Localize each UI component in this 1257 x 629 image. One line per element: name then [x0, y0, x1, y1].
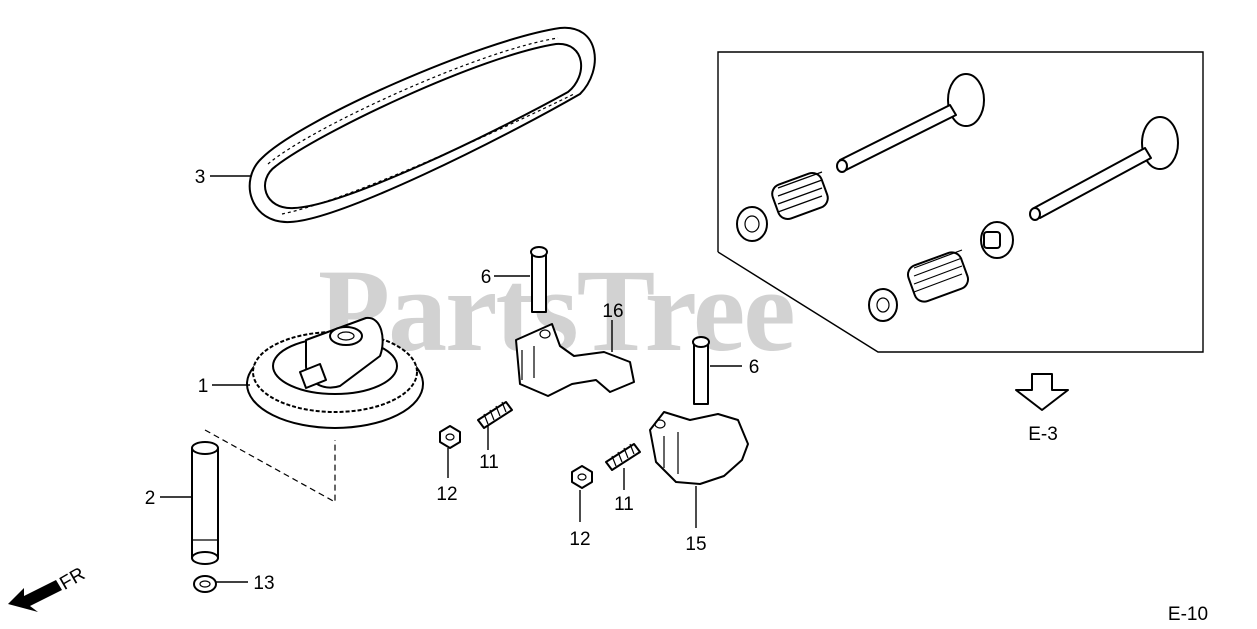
- rocker-arm-exhaust[interactable]: [649, 411, 749, 485]
- timing-belt[interactable]: [248, 26, 596, 224]
- valve-stem-2[interactable]: [1029, 116, 1179, 221]
- label-part-11b[interactable]: 11: [614, 494, 634, 515]
- label-part-13[interactable]: 13: [253, 573, 274, 594]
- reference-label: E-3: [1028, 424, 1058, 445]
- label-part-6a[interactable]: 6: [481, 267, 492, 288]
- leader-lines: [160, 175, 742, 583]
- valve-spring-1[interactable]: [769, 170, 830, 222]
- cam-pulley[interactable]: [246, 316, 424, 429]
- valve-retainer-1[interactable]: [736, 206, 768, 242]
- label-part-1[interactable]: 1: [198, 376, 209, 397]
- valve-seal[interactable]: [980, 221, 1014, 259]
- front-direction-arrow-icon: [8, 580, 62, 612]
- rocker-pin-1[interactable]: [530, 246, 548, 313]
- label-part-2[interactable]: 2: [145, 488, 156, 509]
- cam-shaft-pin[interactable]: [191, 441, 219, 565]
- label-part-15[interactable]: 15: [685, 534, 706, 555]
- valve-spring-2[interactable]: [905, 249, 971, 305]
- valve-retainer-2[interactable]: [868, 288, 898, 322]
- label-part-16[interactable]: 16: [602, 301, 623, 322]
- valve-stem-1[interactable]: [836, 73, 985, 173]
- label-part-12b[interactable]: 12: [569, 529, 590, 550]
- rocker-pin-2[interactable]: [692, 336, 710, 405]
- lock-nut-1[interactable]: [439, 425, 461, 449]
- label-part-11a[interactable]: 11: [479, 452, 499, 473]
- adjusting-screw-2[interactable]: [605, 443, 641, 471]
- label-part-6b[interactable]: 6: [749, 357, 760, 378]
- lock-nut-2[interactable]: [571, 465, 593, 489]
- label-part-12a[interactable]: 12: [436, 484, 457, 505]
- adjusting-screw-1[interactable]: [477, 401, 513, 429]
- label-part-3[interactable]: 3: [195, 167, 206, 188]
- rocker-arm-intake[interactable]: [515, 323, 635, 397]
- page-code: E-10: [1168, 604, 1208, 625]
- valve-assembly-box[interactable]: [717, 51, 1204, 353]
- reference-arrow[interactable]: E-3: [1015, 373, 1069, 445]
- washer[interactable]: [193, 575, 217, 593]
